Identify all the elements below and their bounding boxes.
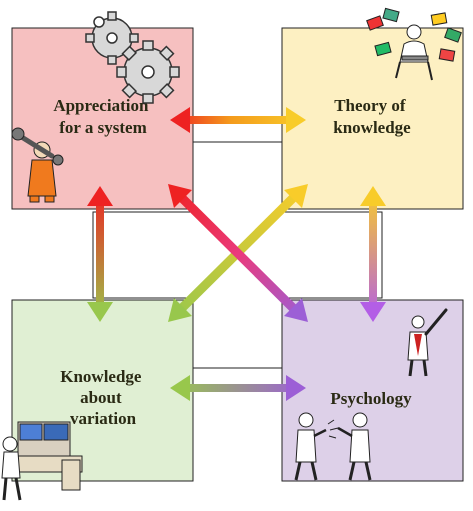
reader-with-books-icon bbox=[366, 7, 462, 81]
label-appreciation: Appreciation for a system bbox=[53, 96, 152, 137]
arrow-theory-psychology bbox=[360, 186, 386, 322]
label-psychology: Psychology bbox=[330, 389, 412, 408]
arrow-appreciation-theory bbox=[170, 107, 306, 133]
quadrant-theory bbox=[281, 27, 464, 210]
two-people-talking-icon bbox=[294, 412, 372, 481]
arrow-diagonal-appreciation-psychology bbox=[168, 184, 308, 322]
arrow-variation-psychology bbox=[170, 375, 306, 401]
mechanic-with-wrench-icon bbox=[11, 127, 64, 203]
presenter-icon bbox=[407, 308, 448, 377]
label-variation: Knowledge about variation bbox=[60, 367, 145, 428]
label-theory: Theory of knowledge bbox=[333, 96, 411, 137]
gears-icon bbox=[85, 11, 180, 104]
computer-operator-icon bbox=[1, 421, 83, 501]
arrow-appreciation-variation bbox=[87, 186, 113, 322]
